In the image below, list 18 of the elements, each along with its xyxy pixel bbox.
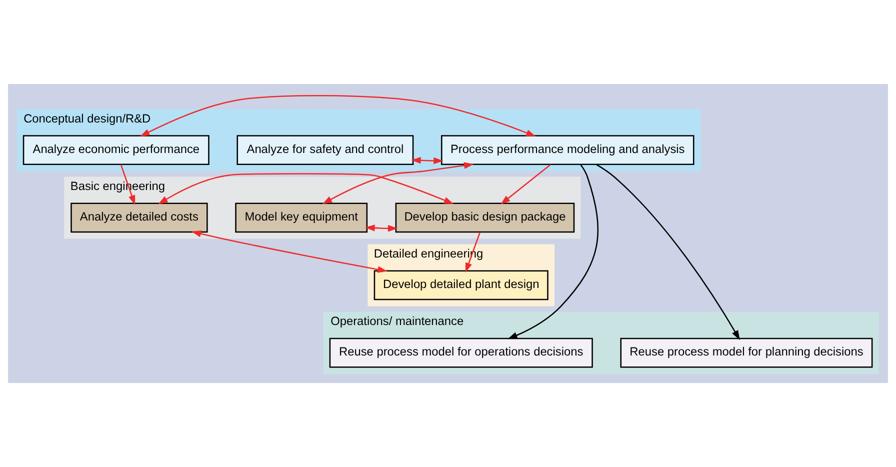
- arrow: [411, 156, 444, 164]
- arrow: [158, 173, 454, 204]
- node-box: Develop basic design package: [395, 202, 575, 233]
- node-box: Develop detailed plant design: [374, 270, 548, 300]
- arrow: [365, 224, 398, 232]
- node-box: Reuse process model for operations decisions: [329, 338, 593, 368]
- arrow: [500, 164, 551, 204]
- node-box: Process performance modeling and analysis: [441, 135, 694, 166]
- node-box: Reuse process model for planning decisions: [620, 338, 873, 368]
- arrow: [322, 162, 474, 204]
- node-box: Analyze detailed costs: [70, 202, 208, 233]
- arrow: [191, 230, 388, 273]
- node-box: Model key equipment: [235, 202, 368, 233]
- node-box: Analyze for safety and control: [236, 135, 414, 166]
- arrow: [140, 94, 536, 137]
- arrow: [596, 164, 740, 340]
- node-box: Analyze economic performance: [22, 135, 210, 166]
- arrow: [508, 164, 598, 340]
